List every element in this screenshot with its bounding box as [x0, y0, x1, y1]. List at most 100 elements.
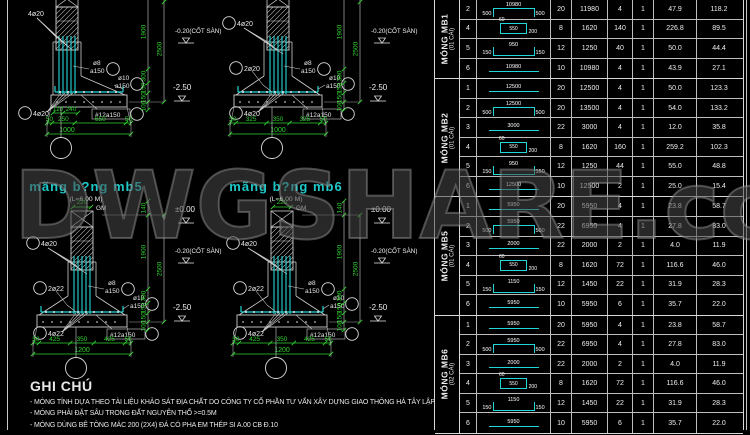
elevation-label: -2.50 — [173, 83, 192, 92]
shape-right-label: 150 — [535, 50, 545, 57]
dim-tick — [145, 107, 151, 113]
cell-total-length: 54.0 — [654, 98, 697, 118]
dim-label: 220 — [77, 199, 88, 206]
callout-label: a150 — [301, 68, 316, 75]
concrete-dot — [239, 101, 241, 103]
concrete-dot — [87, 321, 89, 323]
rebar-dot — [293, 311, 295, 313]
rebar-dot — [301, 311, 303, 313]
callout-label: #12a150 — [95, 112, 121, 119]
cell-bar-number: 3 — [460, 236, 477, 256]
rebar-dot — [75, 91, 77, 93]
shape-length-label: 5950 — [507, 202, 520, 209]
shape-end-label: 200 — [528, 265, 537, 272]
rebar-dot — [67, 91, 69, 93]
cell-weight: 89.5 — [712, 25, 726, 33]
shape-length-label: 950 — [508, 160, 519, 167]
leader-line — [122, 304, 130, 310]
dim-label: 110 — [53, 106, 64, 113]
shape-length-label: 12500 — [505, 83, 522, 90]
cell-total-length: 25.0 — [654, 176, 697, 197]
cell-total-length: 4.0 — [654, 236, 697, 256]
leader-line — [257, 92, 281, 113]
section-label: MÓNG MB2(01 CÁI) — [435, 79, 460, 197]
cell-weight: 15.4 — [712, 183, 726, 191]
concrete-dot — [119, 101, 121, 103]
rebar-dot — [277, 311, 279, 313]
callout-circle — [345, 327, 359, 341]
chain-dim-label: 150 — [337, 82, 344, 93]
chain-dim-label: 1900 — [337, 24, 344, 39]
cell-members: 1 — [633, 275, 654, 295]
cell-total-length: 12.0 — [654, 118, 697, 137]
chain-dim-label: 300 — [141, 290, 148, 301]
chain-total-label: 2500 — [353, 261, 360, 276]
cell-total-length: 226.8 — [654, 19, 697, 39]
cell-length: 1250 — [572, 157, 608, 176]
cell-quantity: 4 — [608, 197, 633, 217]
rebar-dot — [107, 91, 109, 93]
leader-line — [255, 290, 268, 306]
cell-bar-number: 6 — [460, 58, 477, 79]
concrete-dot — [78, 321, 80, 323]
cell-quantity: 2 — [608, 176, 633, 197]
dim-label: 50 — [32, 336, 40, 343]
leader-line — [243, 27, 284, 55]
cell-quantity: 4 — [608, 217, 633, 236]
leader-line — [291, 94, 309, 110]
rebar-dot — [298, 91, 300, 93]
dim-tick — [161, 0, 167, 5]
rebar-dot — [314, 91, 316, 93]
cell-weight: 46.0 — [712, 380, 726, 388]
shape-bracket: 1150 — [492, 397, 535, 412]
chain-dim-label: 100 — [141, 320, 148, 331]
concrete-dot — [51, 321, 53, 323]
section-name: MÓNG MB6 — [439, 349, 449, 400]
dim-tick — [60, 110, 66, 116]
chain-dim-label: 150 — [141, 82, 148, 93]
chain-dim-label: 1900 — [141, 244, 148, 259]
brace-diagonal — [55, 0, 67, 8]
cell-total-length: 50.0 — [654, 39, 697, 58]
shape-right-label: 150 — [535, 286, 545, 293]
rebar-dot — [61, 311, 63, 313]
dim-label: 350 — [77, 336, 88, 343]
rebar-dot — [45, 311, 47, 313]
dim-tick — [145, 80, 151, 86]
dim-label: 350 — [273, 116, 284, 123]
callout-box — [302, 108, 342, 120]
shape-end-label: 200 — [528, 147, 537, 154]
leader-line — [251, 70, 264, 86]
chain-dim-label: 150 — [141, 312, 148, 323]
cell-bar-shape: 5950 — [477, 413, 551, 434]
cell-weight: 11.9 — [712, 242, 726, 250]
section-name: MÓNG MB1 — [439, 13, 449, 65]
section-label-text: MÓNG MB6(02 CÁI) — [439, 349, 455, 400]
callout-circle — [121, 282, 135, 296]
axis-bubble — [65, 357, 87, 379]
cell-quantity: 72 — [608, 256, 633, 275]
shape-left-label: 500 — [482, 110, 492, 116]
rebar-dot — [306, 91, 308, 93]
callout-circle — [341, 107, 355, 121]
callout-box — [306, 328, 346, 340]
callout-circle — [130, 77, 144, 91]
dim-tick — [49, 120, 55, 126]
shape-right-label: 500 — [535, 228, 545, 235]
drawing-subtitle: (L=6.00 M) — [69, 196, 102, 203]
cell-diameter: 22 — [551, 354, 572, 374]
leader-line — [61, 312, 85, 333]
concrete-dot — [251, 321, 253, 323]
shape-hook-label: 60 — [499, 253, 505, 260]
shape-left-label: 500 — [482, 11, 492, 18]
